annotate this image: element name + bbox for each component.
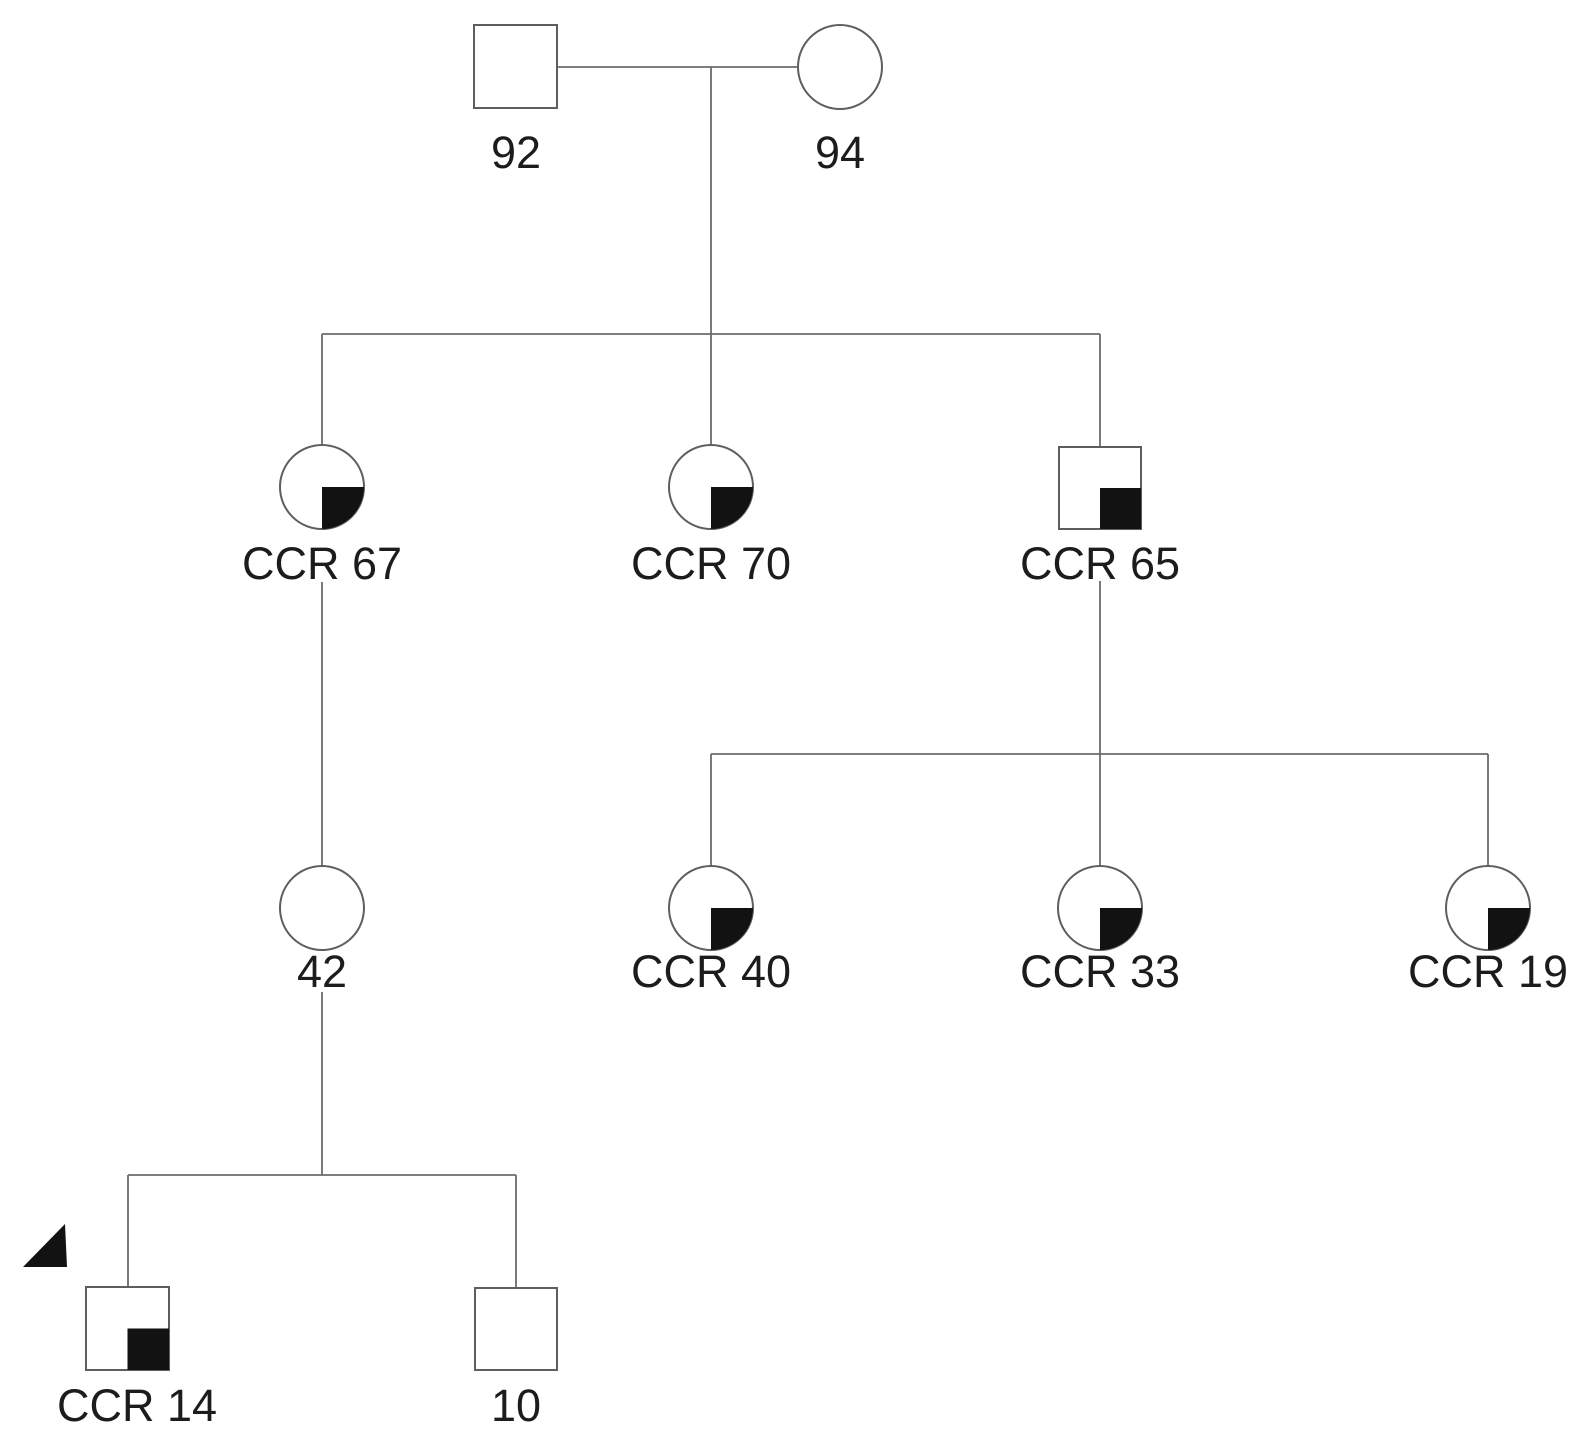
individual-I-2: 94 [797, 24, 883, 178]
affected-quadrant [1488, 908, 1530, 950]
female-symbol [797, 24, 883, 110]
female-symbol [279, 865, 365, 951]
individual-II-2-label: CCR 70 [631, 538, 791, 589]
individual-I-2-label: 94 [815, 127, 865, 178]
individual-IV-1: CCR 14 [23, 1224, 217, 1431]
individual-IV-2-label: 10 [491, 1380, 541, 1431]
individual-IV-1-label: CCR 14 [57, 1380, 217, 1431]
affected-quadrant [1100, 908, 1142, 950]
individual-I-1-label: 92 [491, 127, 541, 178]
individual-III-2-label: CCR 40 [631, 946, 791, 997]
individual-II-3-label: CCR 65 [1020, 538, 1180, 589]
individual-III-4-label: CCR 19 [1408, 946, 1568, 997]
affected-quadrant [1100, 488, 1141, 529]
proband-arrow-icon [23, 1224, 67, 1267]
affected-quadrant [711, 908, 753, 950]
individual-III-1-label: 42 [297, 946, 347, 997]
affected-quadrant [322, 487, 364, 529]
individual-II-1-label: CCR 67 [242, 538, 402, 589]
individual-III-3: CCR 33 [1020, 865, 1180, 997]
male-symbol [474, 1287, 558, 1371]
affected-quadrant [127, 1328, 169, 1370]
male-symbol [473, 24, 558, 109]
individual-II-1: CCR 67 [242, 444, 402, 589]
affected-quadrant [711, 487, 753, 529]
individual-III-4: CCR 19 [1408, 865, 1568, 997]
individual-III-2: CCR 40 [631, 865, 791, 997]
individual-IV-2: 10 [474, 1287, 558, 1431]
individual-I-1: 92 [473, 24, 558, 178]
individual-III-1: 42 [279, 865, 365, 997]
individual-III-3-label: CCR 33 [1020, 946, 1180, 997]
individual-II-2: CCR 70 [631, 444, 791, 589]
individual-II-3: CCR 65 [1020, 446, 1180, 589]
